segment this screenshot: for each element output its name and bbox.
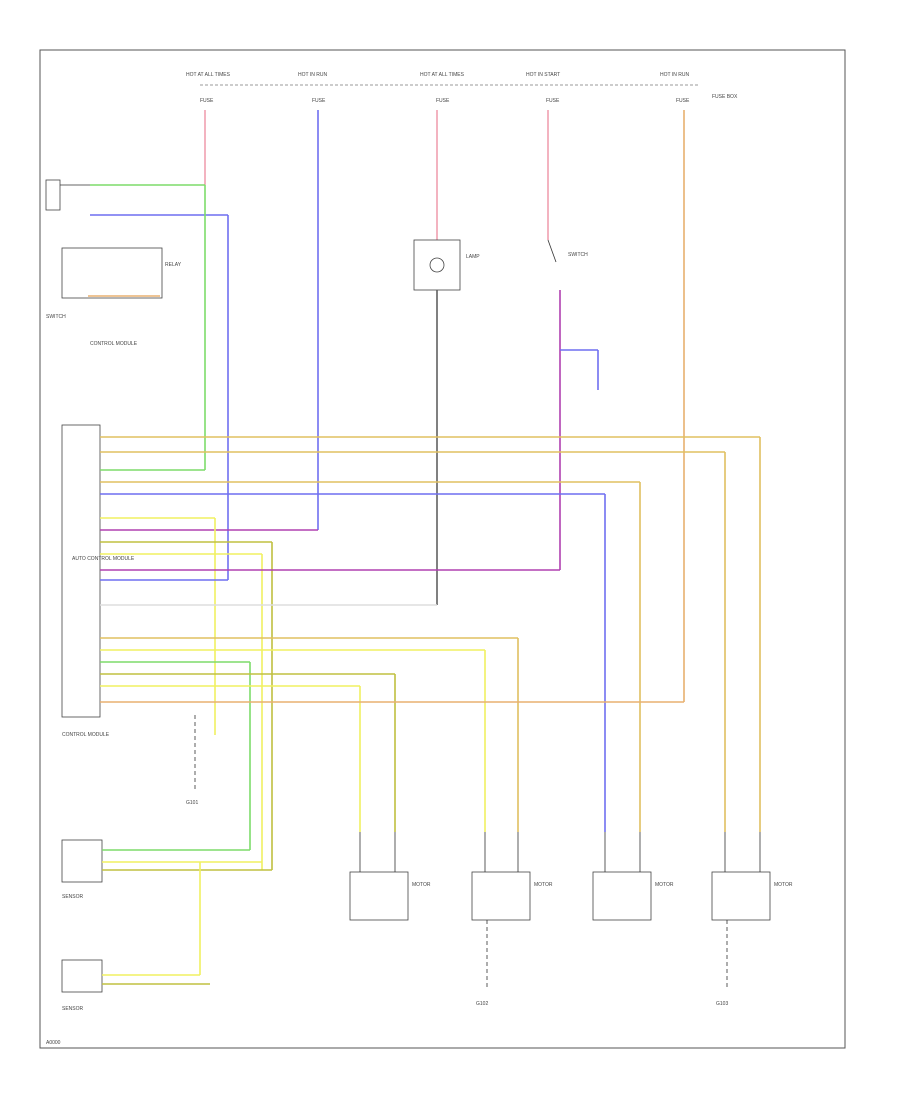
footer-code: A0000 bbox=[46, 1040, 61, 1046]
fuse-2: FUSE bbox=[312, 98, 326, 104]
ground-3: G103 bbox=[716, 1001, 728, 1007]
relay-note: CONTROL MODULE bbox=[90, 341, 138, 347]
switch-right-label: SWITCH bbox=[568, 252, 588, 258]
relay-switch-contact bbox=[547, 239, 557, 263]
motor-1-label: MOTOR bbox=[412, 882, 431, 888]
motor-1 bbox=[349, 871, 409, 921]
motor-2-label: MOTOR bbox=[534, 882, 553, 888]
relay-label: RELAY bbox=[165, 262, 182, 268]
fuse-label-5: HOT IN RUN bbox=[660, 72, 689, 78]
lamp-label: LAMP bbox=[466, 254, 480, 260]
fuse-1: FUSE bbox=[200, 98, 214, 104]
control-module bbox=[61, 424, 101, 718]
lower-comp-2-label: SENSOR bbox=[62, 1006, 84, 1012]
harness bbox=[100, 436, 761, 870]
fuse-5: FUSE bbox=[676, 98, 690, 104]
module-bottom-label: CONTROL MODULE bbox=[62, 732, 110, 738]
fuse-4: FUSE bbox=[546, 98, 560, 104]
lamp-icon bbox=[429, 257, 445, 273]
motor-4 bbox=[711, 871, 771, 921]
switch-box bbox=[45, 179, 61, 211]
fuse-label-4: HOT IN START bbox=[526, 72, 560, 78]
ground-2: G102 bbox=[476, 1001, 488, 1007]
fuse-box-label: FUSE BOX bbox=[712, 94, 738, 100]
diagram-frame bbox=[39, 49, 846, 1049]
lamp-box bbox=[413, 239, 461, 291]
motor-4-label: MOTOR bbox=[774, 882, 793, 888]
fuse-label-3: HOT AT ALL TIMES bbox=[420, 72, 465, 78]
lower-comp-1-label: SENSOR bbox=[62, 894, 84, 900]
module-text: AUTO CONTROL MODULE bbox=[72, 556, 135, 562]
lower-comp-1 bbox=[61, 839, 103, 883]
ground-1: G101 bbox=[186, 800, 198, 806]
lower-comp-2 bbox=[61, 959, 103, 993]
motor-3-label: MOTOR bbox=[655, 882, 674, 888]
relay-box bbox=[61, 247, 163, 299]
fuse-label-1: HOT AT ALL TIMES bbox=[186, 72, 231, 78]
switch-label: SWITCH bbox=[46, 314, 66, 320]
motor-2 bbox=[471, 871, 531, 921]
fuse-label-2: HOT IN RUN bbox=[298, 72, 327, 78]
fuse-3: FUSE bbox=[436, 98, 450, 104]
motor-3 bbox=[592, 871, 652, 921]
